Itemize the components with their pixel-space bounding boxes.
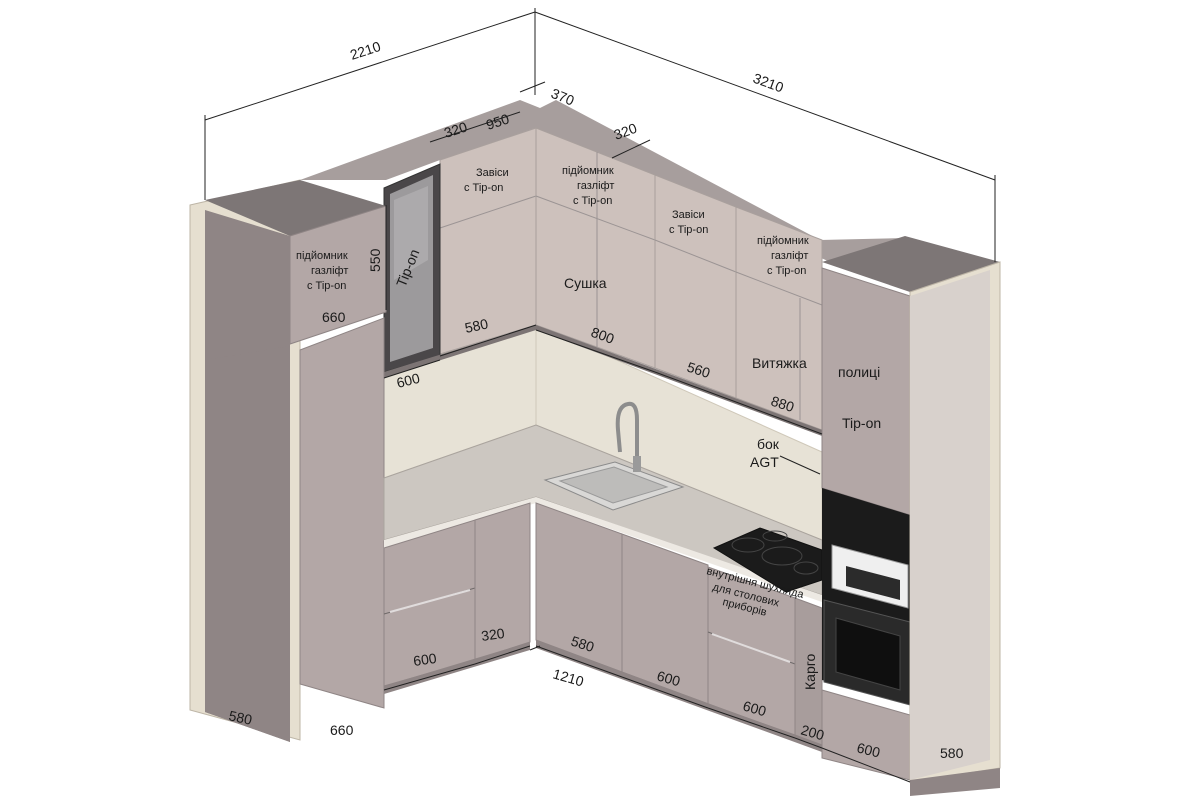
burner-1: [731, 537, 765, 553]
base-left-handle: [389, 589, 471, 613]
dim-upper-560: 560: [685, 359, 712, 382]
dimension-lines: [204, 8, 996, 783]
note-tall-left-lift-1: підйомник: [296, 250, 348, 262]
upper-left-seam: [439, 195, 537, 229]
upper-right-hseam: [735, 271, 823, 306]
sink-basin: [558, 466, 669, 504]
dim-upper-left-width: 950: [484, 110, 511, 133]
oven-window: [835, 617, 901, 691]
dim-base-run-1210: 1210: [551, 666, 586, 690]
dim-hood-880: 880: [769, 393, 796, 416]
note-tip-on-right: Tip-on: [842, 415, 881, 431]
tall-left-side-lower: [205, 346, 290, 742]
note-hinges-right-2: с Tip-on: [669, 224, 708, 236]
dim-tall-right-depth: 580: [940, 745, 964, 761]
dim-base-left-320: 320: [480, 625, 506, 644]
dim-cargo-200: 200: [799, 722, 826, 744]
note-tall-left-lift-3: с Tip-on: [307, 280, 346, 292]
dim-upper-800: 800: [589, 324, 617, 347]
dim-oven-600: 600: [855, 739, 882, 760]
note-tall-left-lift-2: газліфт: [311, 265, 348, 277]
tall-left-upper-front: [289, 205, 387, 345]
note-side-agt-1: бок: [757, 436, 780, 452]
burner-3: [762, 530, 788, 542]
upper-cabinet-left-a: [439, 127, 537, 355]
dim-upper-right-depth: 320: [612, 120, 640, 143]
dim-upper-left-depth: 320: [442, 118, 469, 141]
note-lift-right-1: підйомник: [757, 235, 809, 247]
note-hinges-left-2: с Tip-on: [464, 182, 503, 194]
dim-base-600-a: 600: [655, 668, 682, 690]
base-left-plinth: [384, 642, 530, 694]
upper-center-hseam: [535, 195, 656, 241]
dim-glass-bottom-width: 600: [395, 370, 422, 391]
note-dryer: Сушка: [564, 275, 607, 291]
note-lift-center-2: газліфт: [577, 180, 614, 192]
dim-tall-left-top-width: 660: [322, 309, 346, 325]
tall-left-lower-front: [299, 317, 385, 709]
dim-tall-left-bottom: 660: [330, 722, 354, 738]
note-lift-right-3: с Tip-on: [767, 265, 806, 277]
note-lift-center-1: підйомник: [562, 165, 614, 177]
base-drawer-handle: [711, 633, 791, 663]
faucet-base: [633, 456, 641, 472]
faucet: [615, 401, 639, 468]
tall-right-end-panel: [910, 270, 990, 780]
note-cargo: Карго: [802, 653, 818, 690]
note-lift-right-2: газліфт: [771, 250, 808, 262]
upper-hinged-hseam: [654, 239, 737, 273]
note-hinges-left-1: Завіси: [476, 167, 509, 179]
note-shelves: полиці: [838, 364, 880, 380]
tall-right-top: [822, 236, 1000, 292]
glass-cabinet-shine: [394, 186, 428, 280]
tall-right-front-upper: [821, 267, 911, 516]
dim-base-580: 580: [569, 633, 596, 656]
dim-base-left-600: 600: [412, 650, 438, 669]
tall-left-top: [205, 180, 386, 236]
tall-right-front-lower: [821, 689, 911, 781]
upper-left-bottom-strip: [384, 325, 536, 378]
dim-right-run: 3210: [751, 70, 786, 96]
dim-left-run: 2210: [348, 38, 383, 63]
note-lift-center-3: с Tip-on: [573, 195, 612, 207]
base-right-plinth: [536, 640, 822, 752]
dim-tall-left-top-height: 550: [367, 248, 383, 272]
burner-2: [761, 546, 803, 566]
tall-right-plinth: [910, 768, 1000, 796]
note-hinges-right-1: Завіси: [672, 209, 705, 221]
dim-glass-width: 580: [463, 315, 489, 336]
note-side-agt-2: AGT: [750, 454, 779, 470]
dim-tall-left-depth: 580: [227, 707, 253, 728]
dim-base-600-b: 600: [741, 698, 768, 720]
burner-4: [793, 561, 819, 575]
microwave-window: [846, 566, 900, 600]
note-hood: Витяжка: [752, 355, 807, 371]
